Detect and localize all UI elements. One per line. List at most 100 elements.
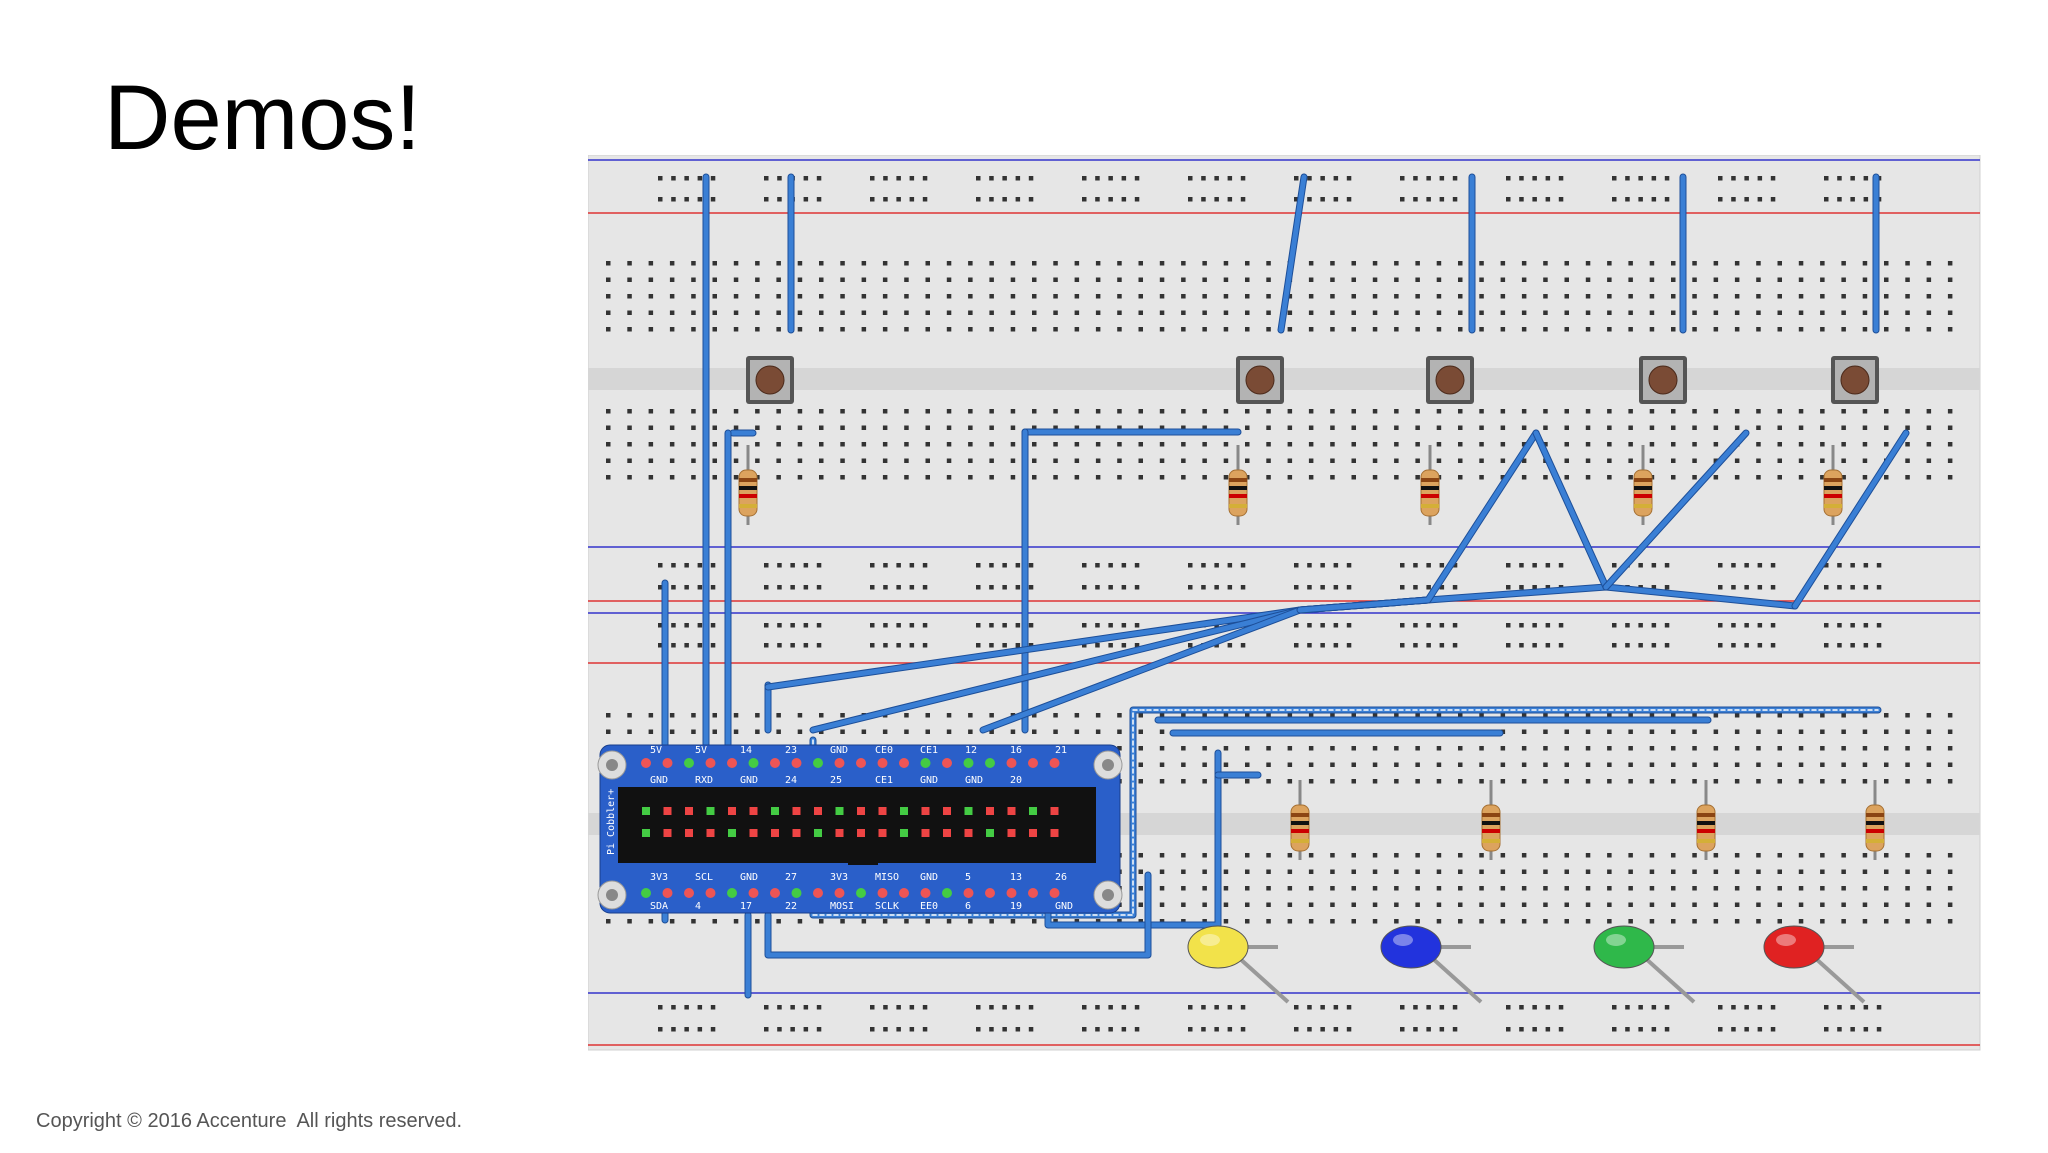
hole: [1500, 902, 1506, 907]
hole: [1159, 425, 1165, 430]
hole: [1053, 458, 1058, 463]
hole: [669, 310, 675, 315]
hole: [1625, 197, 1630, 202]
hole: [1862, 919, 1868, 924]
hole: [1214, 563, 1219, 568]
resistors: [738, 445, 1885, 860]
hole: [1744, 643, 1749, 648]
hole: [1372, 853, 1378, 858]
hole: [1756, 729, 1761, 734]
hole: [1223, 327, 1229, 332]
hole: [1607, 442, 1612, 447]
hole: [1905, 779, 1910, 784]
hole: [1820, 409, 1825, 414]
hole: [1188, 585, 1193, 590]
wire-sw-3b: [1603, 430, 1749, 590]
hole: [1837, 197, 1842, 202]
hole: [1202, 779, 1207, 784]
hole: [606, 310, 611, 315]
pin-label: MOSI: [830, 901, 854, 912]
hole: [1308, 853, 1314, 858]
hole: [840, 475, 845, 480]
hole: [882, 458, 888, 463]
hole: [1333, 197, 1339, 202]
hole: [1558, 1027, 1564, 1032]
hole: [883, 197, 888, 202]
hole: [1862, 886, 1868, 891]
hole: [1227, 585, 1233, 590]
hole: [1245, 409, 1250, 414]
hole: [1032, 475, 1037, 480]
pin-bottom: [641, 888, 651, 898]
resistor-band: [739, 504, 757, 508]
hole: [803, 563, 809, 568]
hole: [803, 1005, 809, 1010]
hole: [1756, 919, 1761, 924]
hole: [1202, 327, 1207, 332]
hole: [1798, 762, 1804, 767]
hole: [1330, 294, 1335, 299]
hole: [1214, 176, 1219, 181]
hole: [904, 310, 909, 315]
hole: [733, 310, 739, 315]
hole: [1905, 886, 1910, 891]
hole: [1439, 623, 1445, 628]
hole: [1824, 585, 1829, 590]
hole: [1798, 729, 1804, 734]
hole: [1266, 442, 1271, 447]
hole: [691, 294, 696, 299]
pin-label: GND: [920, 775, 938, 786]
hole: [819, 261, 824, 266]
hole: [1628, 746, 1633, 751]
hole: [1240, 563, 1246, 568]
hole: [606, 442, 611, 447]
hole: [648, 713, 654, 718]
hole: [840, 425, 845, 430]
hole: [648, 442, 654, 447]
hole: [1862, 409, 1868, 414]
hole: [671, 585, 676, 590]
hole: [1053, 310, 1058, 315]
hole: [1671, 902, 1676, 907]
hole: [1926, 729, 1932, 734]
hole: [1671, 310, 1676, 315]
hole: [1649, 442, 1655, 447]
header-pin-row2: [663, 829, 672, 837]
resistor-band: [1697, 813, 1715, 817]
header-pin-row2: [878, 829, 887, 837]
hole: [1287, 294, 1293, 299]
hole: [1820, 294, 1825, 299]
pin-label: 22: [785, 901, 797, 912]
hole: [1926, 902, 1932, 907]
hole: [1010, 729, 1016, 734]
hole: [1713, 294, 1719, 299]
hole: [1543, 729, 1548, 734]
hole: [1628, 425, 1633, 430]
hole: [1564, 475, 1569, 480]
hole: [1947, 310, 1953, 315]
hole: [777, 643, 782, 648]
hole: [1532, 1027, 1537, 1032]
hole: [1884, 713, 1889, 718]
hole: [1798, 919, 1804, 924]
hole: [1926, 458, 1932, 463]
hole: [1692, 327, 1697, 332]
hole: [1095, 294, 1101, 299]
hole: [1117, 919, 1122, 924]
hole: [1028, 563, 1034, 568]
hole: [1521, 277, 1527, 282]
hole: [1214, 1027, 1219, 1032]
hole: [1905, 294, 1910, 299]
hole: [925, 713, 930, 718]
hole: [1138, 458, 1143, 463]
hole: [1372, 327, 1378, 332]
hole: [1521, 475, 1527, 480]
pin-label: GND: [1055, 901, 1073, 912]
hole: [1545, 197, 1551, 202]
hole: [658, 623, 663, 628]
hole: [1108, 623, 1113, 628]
hole: [1519, 643, 1524, 648]
hole: [1159, 779, 1165, 784]
hole: [1458, 746, 1463, 751]
hole: [989, 919, 994, 924]
